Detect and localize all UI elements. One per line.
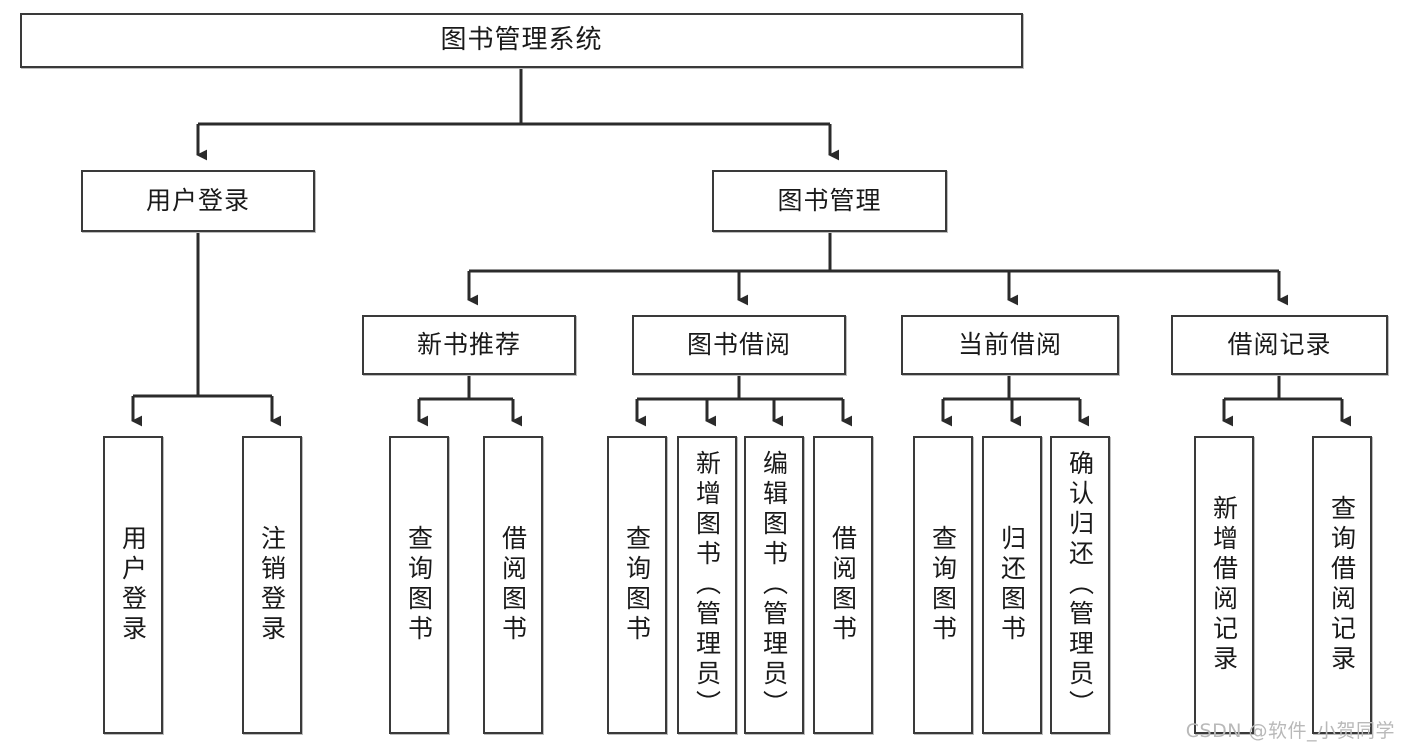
node-book-borrow[interactable]: 图书借阅 <box>632 315 846 375</box>
node-label: 确认归还（管理员） <box>1065 450 1095 720</box>
node-label: 查询借阅记录 <box>1327 495 1357 675</box>
node-label: 借阅图书 <box>828 525 858 645</box>
node-label: 查询图书 <box>404 525 434 645</box>
node-label: 当前借阅 <box>957 330 1062 359</box>
leaf-book-borrow-add-book-admin[interactable]: 新增图书（管理员） <box>677 436 737 734</box>
node-current-borrow[interactable]: 当前借阅 <box>901 315 1119 375</box>
node-label: 查询图书 <box>622 525 652 645</box>
leaf-book-borrow-edit-book-admin[interactable]: 编辑图书（管理员） <box>744 436 804 734</box>
csdn-watermark: CSDN @软件_小贺同学 <box>1185 720 1395 742</box>
leaf-borrow-record-add-record[interactable]: 新增借阅记录 <box>1194 436 1254 734</box>
node-book-management[interactable]: 图书管理 <box>712 170 947 232</box>
leaf-book-borrow-borrow-book[interactable]: 借阅图书 <box>813 436 873 734</box>
leaf-new-book-query-book[interactable]: 查询图书 <box>389 436 449 734</box>
node-label: 新增图书（管理员） <box>692 450 722 720</box>
leaf-borrow-record-query-record[interactable]: 查询借阅记录 <box>1312 436 1372 734</box>
leaf-current-borrow-confirm-return-admin[interactable]: 确认归还（管理员） <box>1050 436 1110 734</box>
node-label: 用户登录 <box>145 186 250 215</box>
node-label: 新增借阅记录 <box>1209 495 1239 675</box>
node-label: 用户登录 <box>118 525 148 645</box>
node-label: 借阅记录 <box>1227 330 1332 359</box>
node-label: 编辑图书（管理员） <box>759 450 789 720</box>
leaf-current-borrow-query-book[interactable]: 查询图书 <box>913 436 973 734</box>
leaf-new-book-borrow-book[interactable]: 借阅图书 <box>483 436 543 734</box>
node-label: 查询图书 <box>928 525 958 645</box>
node-user-login[interactable]: 用户登录 <box>81 170 315 232</box>
node-borrow-record[interactable]: 借阅记录 <box>1171 315 1388 375</box>
node-new-book-recommend[interactable]: 新书推荐 <box>362 315 576 375</box>
node-label: 归还图书 <box>997 525 1027 645</box>
node-label: 借阅图书 <box>498 525 528 645</box>
node-book-management-system[interactable]: 图书管理系统 <box>20 13 1023 68</box>
node-label: 图书管理系统 <box>440 24 603 55</box>
leaf-current-borrow-return-book[interactable]: 归还图书 <box>982 436 1042 734</box>
leaf-user-login-login[interactable]: 用户登录 <box>103 436 163 734</box>
leaf-user-login-logout[interactable]: 注销登录 <box>242 436 302 734</box>
node-label: 图书管理 <box>777 186 882 215</box>
node-label: 新书推荐 <box>416 330 521 359</box>
node-label: 图书借阅 <box>686 330 791 359</box>
node-label: 注销登录 <box>257 525 287 645</box>
leaf-book-borrow-query-book[interactable]: 查询图书 <box>607 436 667 734</box>
